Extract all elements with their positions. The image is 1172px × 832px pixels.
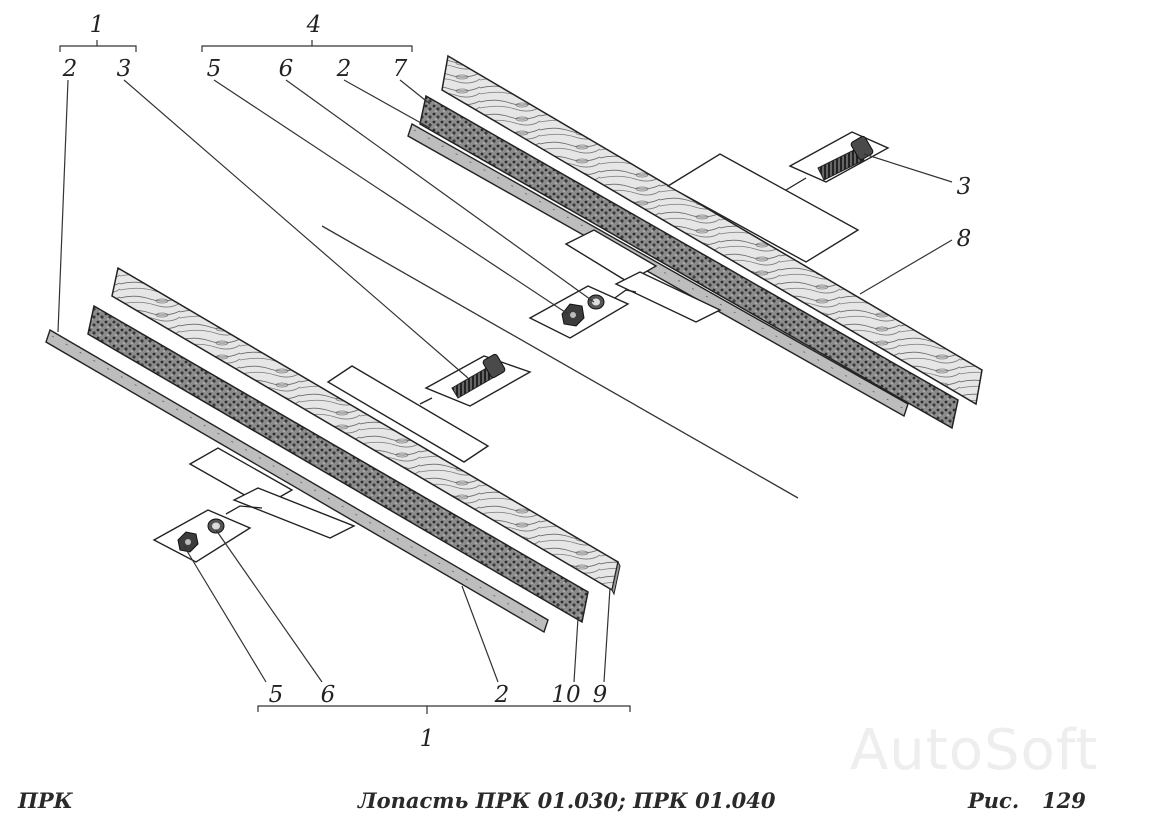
bolt-panel-top	[666, 131, 890, 263]
callout-3-top-left: 3	[117, 56, 132, 82]
callout-1-bottom: 1	[420, 726, 435, 752]
washer-icon	[207, 518, 225, 534]
callout-9-bottom: 9	[593, 682, 608, 708]
callout-4-top: 4	[306, 12, 322, 38]
callout-6-bottom: 6	[321, 682, 336, 708]
nut-panel-bottom	[152, 447, 356, 563]
figure-number: 129	[1042, 788, 1086, 813]
callout-3-right: 3	[957, 174, 972, 200]
callout-5-bottom: 5	[269, 682, 284, 708]
footer-code: ПРК	[18, 788, 73, 813]
callout-10-bottom: 10	[551, 682, 580, 708]
callout-7-top: 7	[393, 56, 408, 82]
separator-line	[321, 225, 799, 499]
watermark: AutoSoft	[850, 718, 1099, 783]
callout-2-bottom: 2	[494, 682, 510, 708]
top-assembly	[407, 54, 983, 430]
rubber-strip-10	[87, 304, 589, 624]
nut-icon	[561, 303, 585, 327]
bottom-assembly	[45, 266, 621, 634]
metal-bar-2-top	[407, 122, 909, 418]
callout-1-top: 1	[90, 12, 105, 38]
callout-6-top: 6	[279, 56, 294, 82]
figure-label: Рис.	[968, 788, 1020, 813]
callout-2-top-right: 2	[336, 56, 352, 82]
wood-board-9	[111, 266, 621, 596]
nut-icon	[177, 531, 199, 553]
metal-bar-2	[45, 328, 549, 634]
bolt-icon	[817, 135, 874, 181]
footer-title: Лопасть ПРК 01.030; ПРК 01.040	[358, 788, 776, 813]
rubber-strip-7	[419, 94, 959, 430]
callout-labels: 1 2 3 4 5 6 2 7 3 8 5 6 2 10 9 1	[62, 12, 972, 752]
nut-panel-top	[528, 229, 722, 339]
bolt-icon	[451, 353, 506, 399]
callout-5-top: 5	[207, 56, 222, 82]
washer-icon	[587, 294, 605, 310]
callout-2-top-left: 2	[62, 56, 78, 82]
bolt-panel-bottom	[326, 353, 532, 463]
leader-lines	[57, 40, 953, 714]
callout-8-right: 8	[957, 226, 972, 252]
wood-board-8	[441, 54, 983, 406]
